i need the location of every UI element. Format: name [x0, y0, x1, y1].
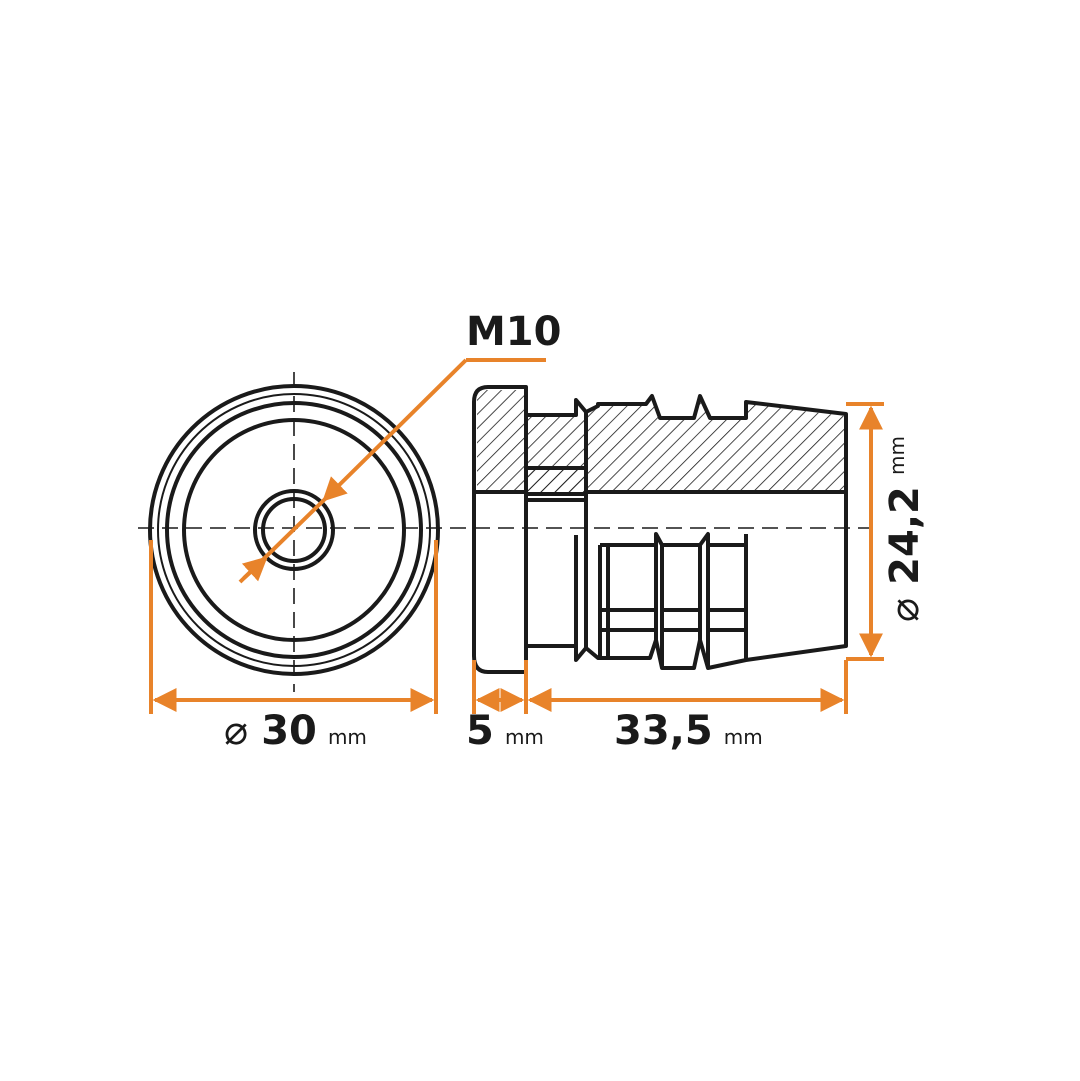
middle-ring [165, 401, 423, 659]
body-length-label: 33,5 mm [614, 708, 763, 754]
body-outline-top [585, 394, 848, 494]
flange-hatch [477, 390, 524, 492]
flange-thickness-unit: mm [505, 725, 544, 749]
flange-thickness-label: 5 mm [466, 708, 544, 754]
labels: M10 ⌀ 30 mm 5 mm 33,5 mm ⌀ 24,2 mm [224, 309, 928, 754]
flange-thickness-value: 5 [466, 708, 494, 754]
flange-outline [472, 385, 528, 674]
thread-hole-inner [261, 497, 327, 563]
outer-ring-inner-edge [157, 393, 431, 667]
dimensions [149, 358, 884, 714]
m10-arrow-lower [241, 556, 268, 582]
thread-label: M10 [466, 309, 561, 355]
body-diameter-label: ⌀ 24,2 mm [882, 436, 928, 622]
body-outline-bottom [584, 492, 848, 670]
outer-ring [148, 384, 440, 676]
rib-lines [598, 532, 746, 668]
side-view [472, 385, 848, 674]
body-diameter-value: 24,2 [882, 486, 928, 585]
thread-bore [524, 466, 588, 496]
body-diameter-unit: mm [885, 436, 909, 475]
outer-diameter-value: 30 [261, 708, 317, 754]
body-length-unit: mm [724, 725, 763, 749]
body-hatch [588, 398, 844, 490]
body-length-value: 33,5 [614, 708, 713, 754]
m10-leader [322, 358, 468, 502]
thread-bore-hatch [528, 470, 584, 492]
inner-ring [182, 418, 406, 642]
diameter-symbol: ⌀ [224, 708, 248, 754]
body-diameter-symbol: ⌀ [882, 598, 928, 622]
thread-hole-outer [253, 489, 335, 571]
outer-diameter-label: ⌀ 30 mm [224, 708, 367, 754]
front-view [138, 372, 870, 692]
outer-diameter-unit: mm [328, 725, 367, 749]
